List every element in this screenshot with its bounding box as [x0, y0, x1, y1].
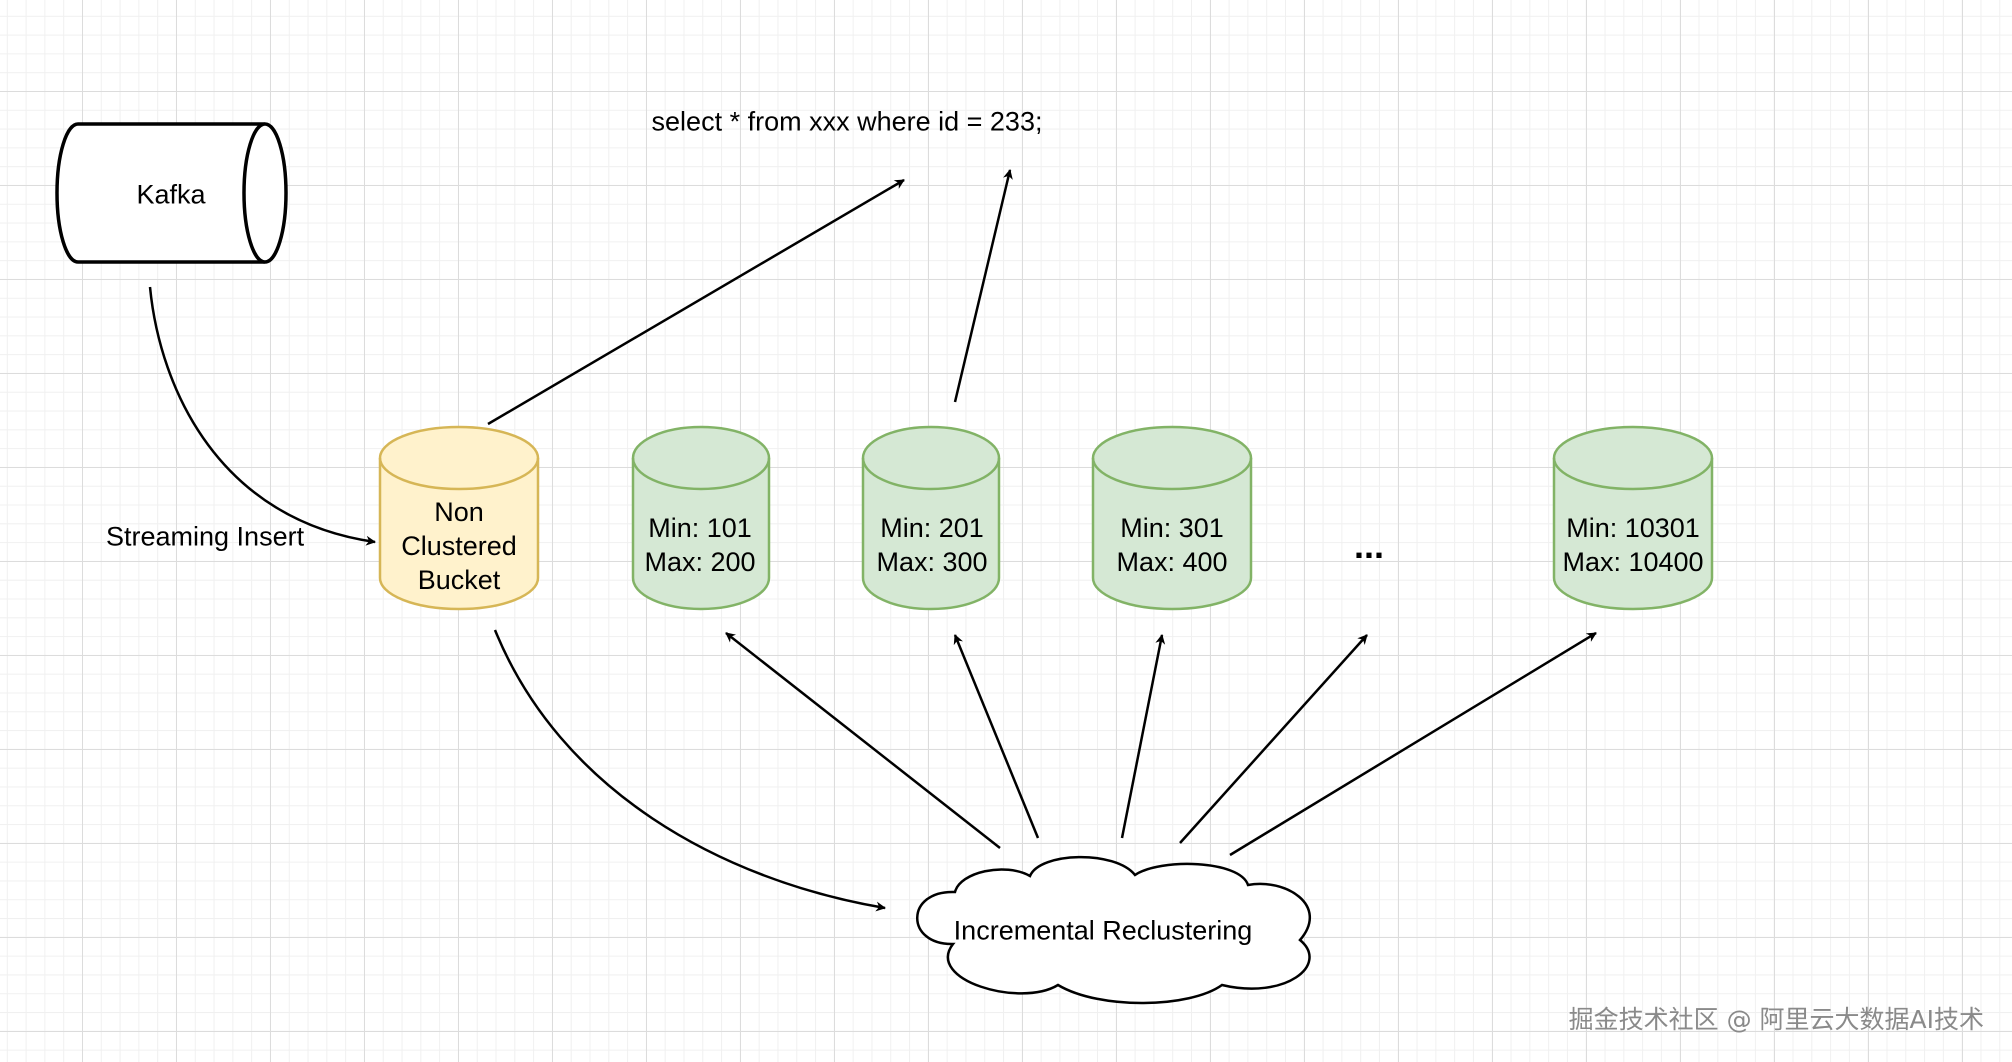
cluster-bucket-cylinder-3[interactable]	[1091, 425, 1253, 611]
cluster-bucket-cylinder-4[interactable]	[1552, 425, 1714, 611]
non-clustered-bucket-label: Non Clustered Bucket	[401, 495, 517, 597]
cluster-max: Max: 200	[644, 547, 756, 577]
cluster-min: Min: 101	[648, 513, 752, 543]
cluster-max: Max: 400	[1116, 547, 1228, 577]
edge-reclustering-to-cluster1	[725, 632, 1001, 849]
kafka-label: Kafka	[136, 179, 206, 210]
cluster-label-1: Min: 101 Max: 200	[644, 511, 755, 579]
cluster-label-3: Min: 301 Max: 400	[1116, 511, 1227, 579]
bucket-label-line-3: Bucket	[417, 565, 501, 595]
cluster-max: Max: 300	[876, 547, 988, 577]
edge-cluster2-to-query	[953, 169, 1013, 403]
edge-reclustering-to-cluster2	[953, 634, 1040, 839]
reclustering-cloud[interactable]	[916, 855, 1311, 1005]
edge-reclustering-to-cluster3	[1120, 634, 1166, 839]
cluster-label-2: Min: 201 Max: 300	[876, 511, 987, 579]
bucket-label-line-2: Clustered	[401, 531, 517, 561]
cluster-max: Max: 10400	[1562, 547, 1704, 577]
edge-kafka-to-bucket	[148, 286, 376, 546]
ellipsis-label: ...	[1353, 525, 1385, 566]
cluster-min: Min: 10301	[1566, 513, 1700, 543]
bucket-label-line-1: Non	[434, 497, 484, 527]
streaming-insert-label: Streaming Insert	[106, 521, 305, 552]
cluster-bucket-cylinder-1[interactable]	[631, 425, 771, 611]
edge-reclustering-to-ellipsis	[1179, 634, 1368, 844]
edge-bucket-to-query	[487, 178, 905, 426]
non-clustered-bucket-cylinder[interactable]	[378, 425, 540, 611]
edge-bucket-to-reclustering	[493, 629, 886, 912]
kafka-cylinder[interactable]	[55, 122, 288, 264]
cluster-min: Min: 201	[880, 513, 984, 543]
edge-reclustering-to-cluster4	[1229, 631, 1597, 857]
cluster-min: Min: 301	[1120, 513, 1224, 543]
reclustering-label: Incremental Reclustering	[953, 915, 1253, 946]
query-label: select * from xxx where id = 233;	[651, 106, 1043, 137]
cluster-bucket-cylinder-2[interactable]	[861, 425, 1001, 611]
watermark: 掘金技术社区 @ 阿里云大数据AI技术	[1568, 1005, 1984, 1034]
cluster-label-4: Min: 10301 Max: 10400	[1562, 511, 1703, 579]
